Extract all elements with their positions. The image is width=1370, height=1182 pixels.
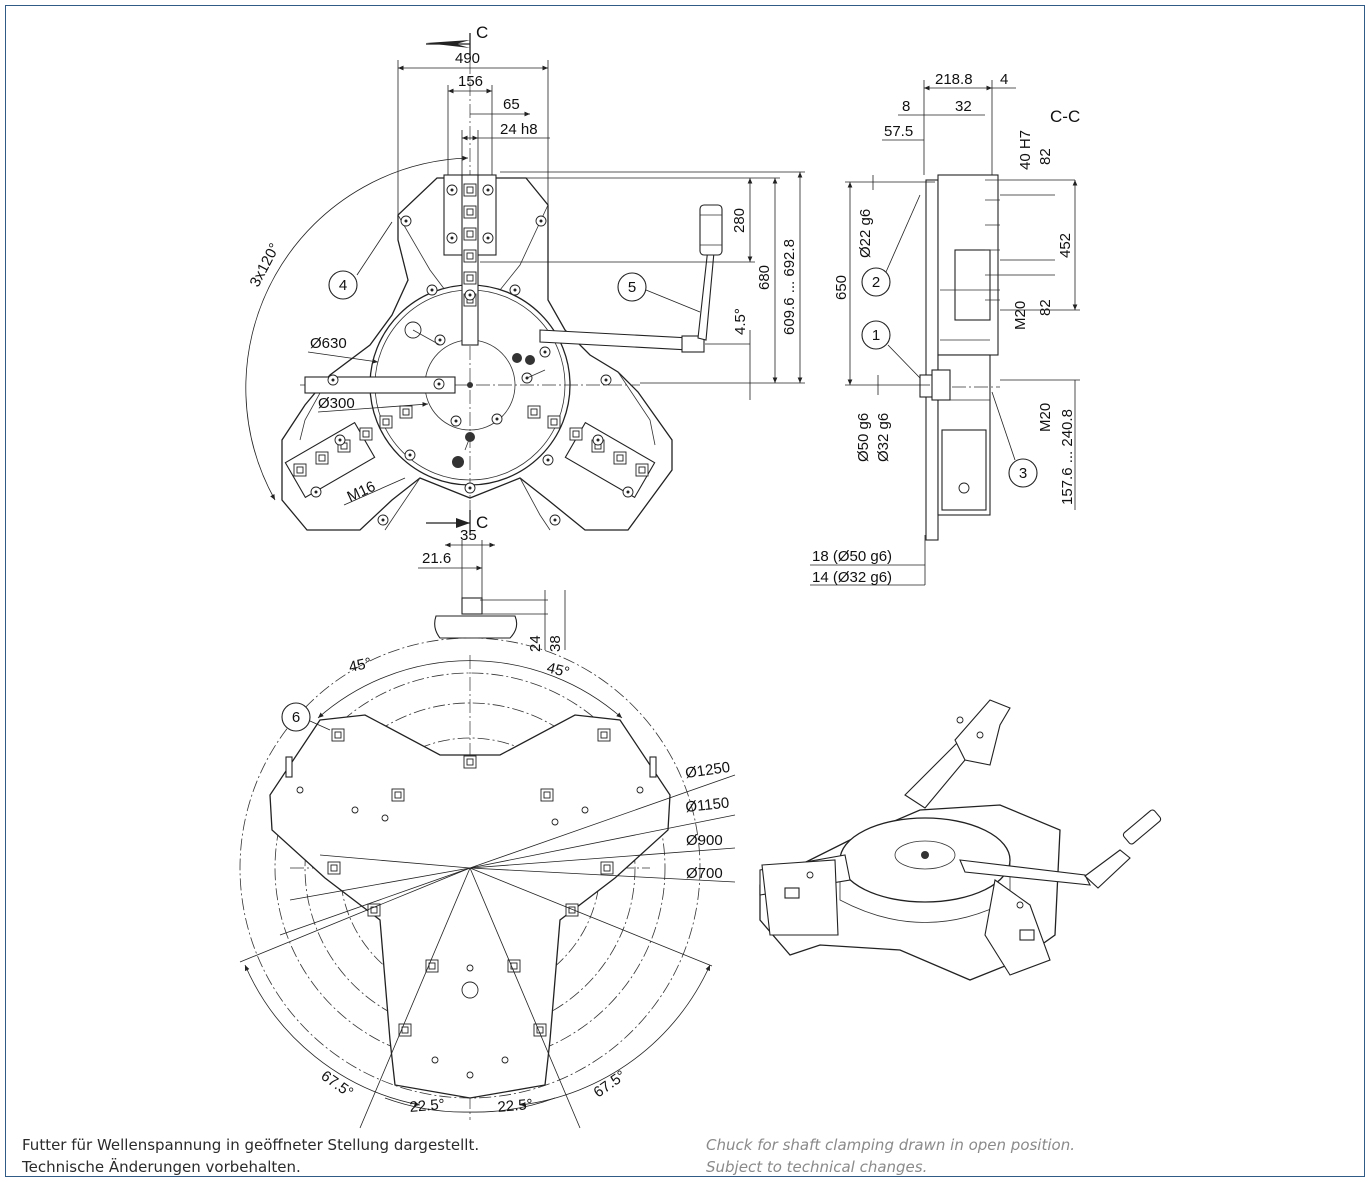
drawing-frame xyxy=(5,5,1365,1177)
svg-text:67.5°: 67.5° xyxy=(591,1067,630,1101)
svg-text:22.5°: 22.5° xyxy=(409,1096,446,1116)
dim-490: 490 xyxy=(455,50,480,67)
dim-65: 65 xyxy=(503,96,520,113)
svg-text:M20: M20 xyxy=(1037,403,1054,432)
note-en-line2: Subject to technical changes. xyxy=(706,1158,928,1176)
svg-text:21.6: 21.6 xyxy=(422,550,451,567)
svg-text:18 (Ø50 g6): 18 (Ø50 g6) xyxy=(812,548,892,565)
svg-text:45°: 45° xyxy=(347,655,373,676)
dim-1250: Ø1250 xyxy=(684,759,731,782)
svg-text:35: 35 xyxy=(460,527,477,544)
callout-5: 5 xyxy=(617,272,701,313)
callout-3: 3 xyxy=(991,391,1038,488)
dim-609-692: 609.6 ... 692.8 xyxy=(781,239,798,335)
section-marker-top: C xyxy=(426,23,488,55)
svg-text:157.6 ... 240.8: 157.6 ... 240.8 xyxy=(1059,409,1076,505)
handle-lever xyxy=(539,204,723,353)
svg-text:8: 8 xyxy=(902,98,910,115)
dim-4-5-deg: 4.5° xyxy=(732,308,749,335)
note-de-line2: Technische Änderungen vorbehalten. xyxy=(22,1158,301,1176)
front-view: C C xyxy=(245,23,805,532)
svg-text:Ø50 g6: Ø50 g6 xyxy=(855,413,872,462)
dim-24h8: 24 h8 xyxy=(500,121,538,138)
svg-text:5: 5 xyxy=(628,279,636,296)
callout-2: 2 xyxy=(861,194,921,297)
dim-900: Ø900 xyxy=(686,832,723,849)
side-dimensions: 218.8 4 8 32 57.5 40 H7 82 82 452 M20 65… xyxy=(810,71,1080,586)
svg-text:4: 4 xyxy=(339,277,347,294)
svg-text:22.5°: 22.5° xyxy=(497,1096,534,1116)
dim-1150: Ø1150 xyxy=(685,794,730,815)
svg-text:82: 82 xyxy=(1037,299,1054,316)
svg-text:57.5: 57.5 xyxy=(884,123,913,140)
dim-700: Ø700 xyxy=(686,865,723,882)
svg-text:82: 82 xyxy=(1037,148,1054,165)
detail-view: 35 21.6 24 38 xyxy=(418,527,566,652)
callout-6: 6 xyxy=(281,702,331,732)
svg-text:M20: M20 xyxy=(1012,301,1029,330)
base-view: Ø1250 Ø1150 Ø900 Ø700 45° 45° 67.5° 67.5… xyxy=(239,637,736,1129)
side-view: C-C 218.8 4 8 32 57.5 40 H7 xyxy=(810,71,1080,586)
svg-text:Ø32 g6: Ø32 g6 xyxy=(875,413,892,462)
svg-text:6: 6 xyxy=(292,709,300,726)
base-plate-outline xyxy=(269,714,671,1099)
svg-text:C: C xyxy=(476,23,488,42)
svg-text:2: 2 xyxy=(872,274,880,291)
jaw-right-clamp xyxy=(527,405,656,499)
front-dimensions: 490 156 65 24 h8 280 680 609.6 ... 692.8 xyxy=(245,50,805,506)
svg-text:Ø22 g6: Ø22 g6 xyxy=(857,209,874,258)
dim-630: Ø630 xyxy=(310,335,347,352)
svg-text:32: 32 xyxy=(955,98,972,115)
svg-text:40 H7: 40 H7 xyxy=(1017,130,1034,170)
svg-text:C: C xyxy=(476,513,488,532)
svg-text:218.8: 218.8 xyxy=(935,71,973,88)
dim-280: 280 xyxy=(731,208,748,233)
note-en-line1: Chuck for shaft clamping drawn in open p… xyxy=(706,1136,1075,1154)
dim-680: 680 xyxy=(756,265,773,290)
svg-text:3: 3 xyxy=(1019,465,1027,482)
svg-text:14 (Ø32 g6): 14 (Ø32 g6) xyxy=(812,569,892,586)
section-marker-bottom: C xyxy=(426,510,488,532)
dim-156: 156 xyxy=(458,73,483,90)
svg-text:24: 24 xyxy=(527,635,544,652)
isometric-view xyxy=(759,699,1162,981)
dim-300: Ø300 xyxy=(318,395,355,412)
note-de-line1: Futter für Wellenspannung in geöffneter … xyxy=(22,1136,480,1154)
circle-900 xyxy=(304,702,636,1034)
svg-text:38: 38 xyxy=(547,635,564,652)
svg-text:4: 4 xyxy=(1000,71,1008,88)
svg-text:650: 650 xyxy=(833,275,850,300)
callout-4: 4 xyxy=(328,221,393,300)
svg-text:1: 1 xyxy=(872,327,880,344)
section-label: C-C xyxy=(1050,107,1080,126)
dim-3x120: 3x120° xyxy=(247,241,284,290)
callout-1: 1 xyxy=(861,320,921,379)
svg-text:452: 452 xyxy=(1057,233,1074,258)
svg-text:45°: 45° xyxy=(545,659,571,681)
